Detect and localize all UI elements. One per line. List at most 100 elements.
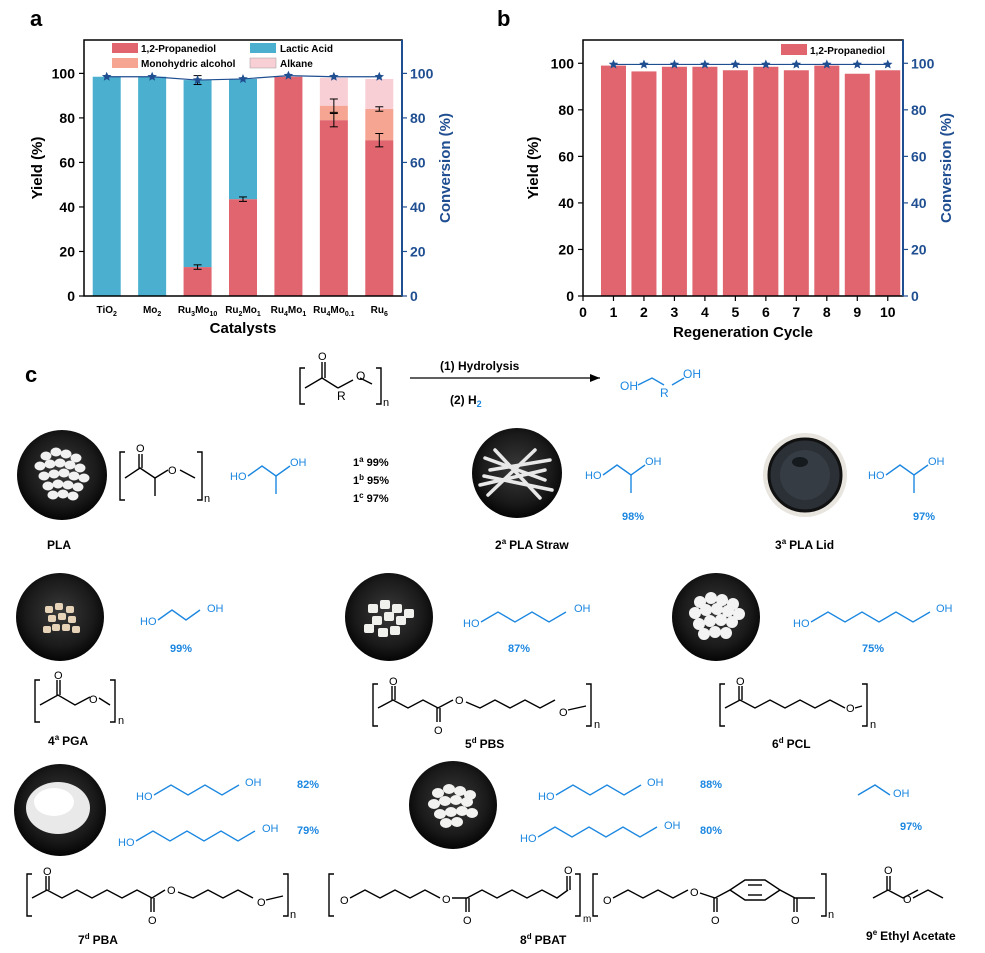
pcl-num: 6 bbox=[772, 737, 779, 751]
y-tick-label-b-0: 0 bbox=[566, 288, 574, 304]
pcl-pellet-5 bbox=[700, 604, 712, 616]
x-tick-label-b-2: 2 bbox=[640, 304, 648, 320]
legend-label-lactic-acid: Lactic Acid bbox=[280, 44, 333, 55]
lid-yield: 97% bbox=[913, 511, 935, 523]
svg-text:OH: OH bbox=[262, 823, 279, 835]
general-diol-oh-2: OH bbox=[683, 367, 701, 381]
svg-text:OH: OH bbox=[893, 788, 910, 800]
x-tick-label-b-4: 4 bbox=[701, 304, 709, 320]
pba-sup: d bbox=[85, 932, 90, 941]
svg-text:HO: HO bbox=[520, 833, 537, 845]
x-tick-label-b-10: 10 bbox=[880, 304, 896, 320]
conversion-point-b-5 bbox=[730, 59, 741, 69]
bar-Ru4Mo0.1-monohydric-alcohol bbox=[319, 105, 348, 121]
svg-text:O: O bbox=[455, 695, 464, 707]
y-tick-label-a-40: 40 bbox=[59, 199, 75, 215]
pbat-pellet-5 bbox=[439, 796, 451, 806]
pba-name: PBA bbox=[93, 933, 119, 947]
y-tick-label-b-20: 20 bbox=[558, 241, 574, 257]
panel-a-legend: 1,2-Propanediol Lactic Acid Monohydric a… bbox=[112, 43, 333, 70]
lid-sup: a bbox=[782, 537, 787, 546]
svg-text:m: m bbox=[583, 914, 591, 925]
pcl-pellet-14 bbox=[709, 626, 721, 638]
svg-text:HO: HO bbox=[868, 470, 885, 482]
panel-b-x-axis-label: Regeneration Cycle bbox=[673, 324, 813, 341]
straw-yield: 98% bbox=[622, 511, 644, 523]
conversion-point-a-1 bbox=[147, 71, 157, 81]
bar-Ru6-alkane bbox=[365, 78, 394, 110]
x-tick-label-a-3: Ru2Mo1 bbox=[225, 305, 261, 318]
pla-pellet-17 bbox=[72, 482, 84, 492]
pba-yield-1: 82% bbox=[297, 779, 319, 791]
pga-yield: 99% bbox=[170, 643, 192, 655]
pla-pellet-20 bbox=[67, 491, 79, 501]
legend-label-alkane: Alkane bbox=[280, 59, 313, 70]
svg-text:HO: HO bbox=[230, 471, 247, 483]
svg-text:O: O bbox=[89, 694, 98, 706]
pbs-diol-product: HO OH bbox=[463, 603, 591, 630]
pbat-yield-1: 88% bbox=[700, 779, 722, 791]
svg-text:O: O bbox=[148, 915, 157, 927]
y-tick-label-right-a-40: 40 bbox=[410, 199, 426, 215]
x-tick-label-a-4: Ru4Mo1 bbox=[271, 305, 307, 318]
pbat-pellet-9 bbox=[445, 807, 457, 817]
panel-c: c O R O n (1) Hydrolysis (2) H2 OH R OH bbox=[14, 351, 956, 947]
y-tick-label-right-a-60: 60 bbox=[410, 154, 426, 170]
y-tick-label-right-b-80: 80 bbox=[911, 102, 927, 118]
pcl-pellet-11 bbox=[715, 614, 727, 626]
legend-label-monohydric-alcohol: Monohydric alcohol bbox=[141, 59, 236, 70]
svg-text:O: O bbox=[711, 915, 720, 927]
x-tick-label-b-0: 0 bbox=[579, 304, 587, 320]
bar-Ru3Mo10-1-2-propanediol bbox=[183, 267, 212, 296]
pcl-pellet-6 bbox=[711, 603, 723, 615]
bar-cycle-6 bbox=[753, 66, 779, 296]
etac-sup: e bbox=[873, 928, 878, 937]
x-tick-label-b-7: 7 bbox=[792, 304, 800, 320]
legend-swatch-lactic-acid bbox=[250, 43, 276, 53]
svg-text:O: O bbox=[168, 465, 177, 477]
y-tick-label-right-a-20: 20 bbox=[410, 243, 426, 259]
svg-text:O: O bbox=[318, 351, 327, 363]
x-tick-label-b-3: 3 bbox=[671, 304, 679, 320]
pbat-yield-2: 80% bbox=[700, 825, 722, 837]
panel-b-label: b bbox=[497, 6, 510, 31]
pba-yield-2: 79% bbox=[297, 825, 319, 837]
panel-b-legend: 1,2-Propanediol bbox=[781, 44, 885, 57]
pla-yield-3-num: 1 bbox=[353, 493, 359, 505]
legend-swatch-b-propanediol bbox=[781, 44, 807, 55]
y-tick-label-right-b-20: 20 bbox=[911, 241, 927, 257]
conversion-point-b-8 bbox=[822, 59, 832, 69]
bar-Ru4Mo0.1-1-2-propanediol bbox=[319, 120, 348, 296]
panel-b-y-axis-label-right: Conversion (%) bbox=[938, 113, 955, 223]
bar-cycle-8 bbox=[814, 65, 840, 296]
pla-yield-1-num: 1 bbox=[353, 457, 359, 469]
pga-diol-product: HO OH bbox=[140, 603, 224, 628]
general-R: R bbox=[337, 389, 346, 403]
pbat-pellet-8 bbox=[434, 809, 446, 819]
x-tick-label-a-5: Ru4Mo0.1 bbox=[313, 305, 355, 318]
conversion-point-b-6 bbox=[761, 59, 771, 69]
svg-text:O: O bbox=[903, 894, 912, 906]
svg-text:O: O bbox=[356, 369, 365, 383]
pla-pellet-5 bbox=[44, 459, 56, 469]
conversion-point-b-4 bbox=[700, 59, 710, 69]
svg-text:O: O bbox=[846, 703, 855, 715]
pcl-pellet-15 bbox=[720, 627, 732, 639]
pbs-yield: 87% bbox=[508, 643, 530, 655]
panel-a-y-axis-label-right: Conversion (%) bbox=[437, 113, 454, 223]
pba-num: 7 bbox=[78, 933, 85, 947]
pla-pellet-1 bbox=[50, 447, 62, 457]
bar-TiO2-lactic-acid bbox=[92, 76, 121, 296]
pla-yield-1-val: 99% bbox=[367, 457, 389, 469]
pcl-pellet-13 bbox=[698, 628, 710, 640]
bar-Ru4Mo1-1-2-propanediol bbox=[274, 76, 303, 296]
svg-text:OH: OH bbox=[928, 456, 945, 468]
